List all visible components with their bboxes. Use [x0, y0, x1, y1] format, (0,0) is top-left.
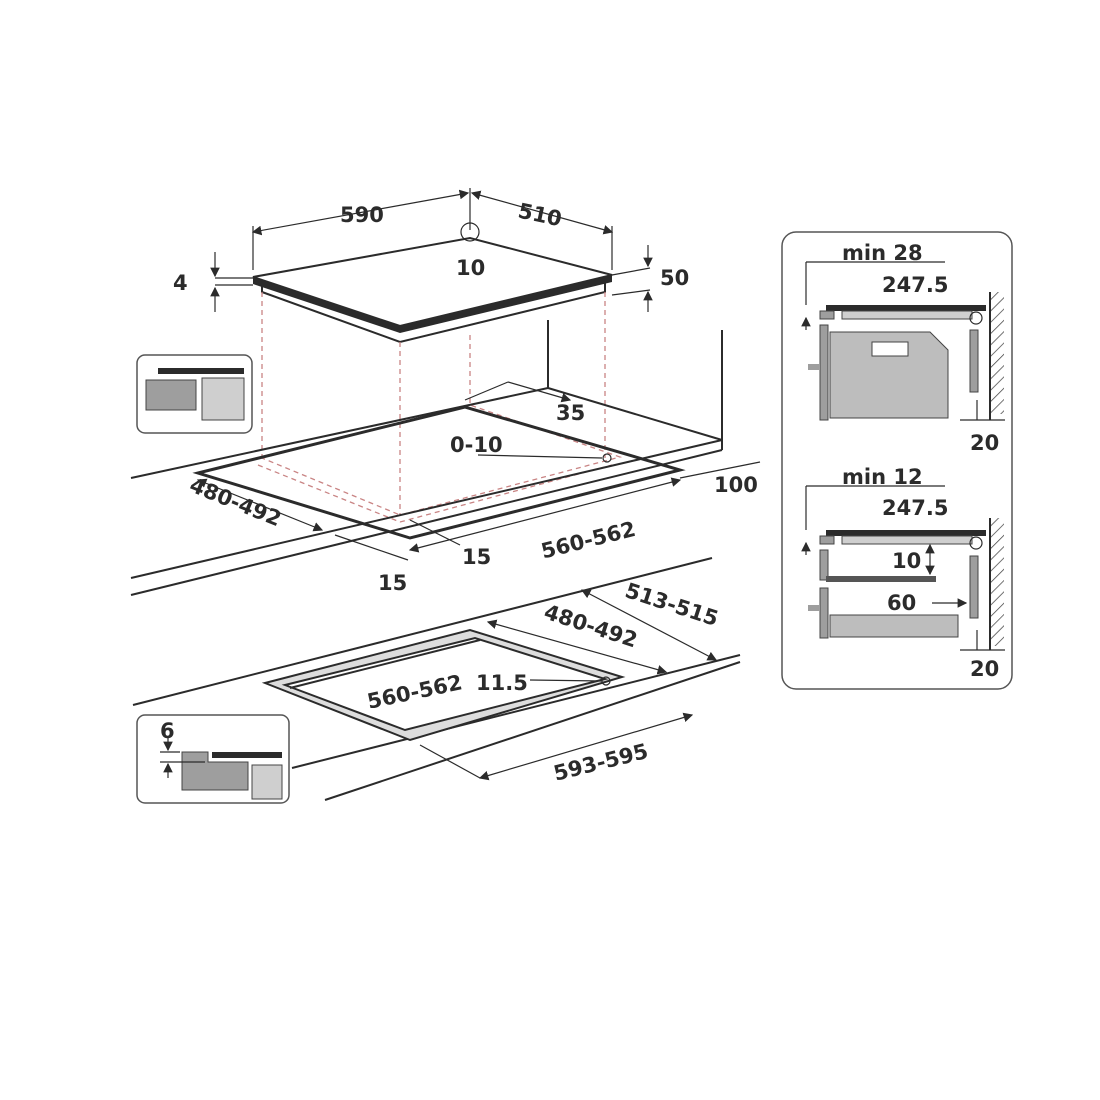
hob-width-label: 590: [340, 203, 384, 227]
front-right-clearance-label: 15: [462, 545, 491, 569]
worktop-flush: [132, 557, 741, 801]
cutout-depth-label: 480-492: [186, 473, 284, 531]
oven-min-gap-label: min 28: [842, 241, 923, 265]
drawer-gap-label: 60: [887, 591, 916, 615]
edge-detail-box: [136, 354, 253, 434]
side-clearance-label: 100: [714, 473, 758, 497]
cutout-corner-label: 0-10: [450, 433, 503, 457]
flush-outer-width-label: 593-595: [551, 739, 650, 786]
drawer-section: [801, 485, 1005, 651]
oven-wall-gap-label: 20: [970, 431, 999, 455]
flush-corner-label: 11.5: [476, 671, 528, 695]
flush-inner-depth-label: 480-492: [541, 600, 640, 653]
rebate-depth-label: 6: [160, 719, 175, 743]
hob-unit: [210, 188, 653, 344]
drawer-spacer-label: 10: [892, 549, 921, 573]
front-left-clearance-label: 15: [378, 571, 407, 595]
drawer-wall-gap-label: 20: [970, 657, 999, 681]
worktop-top: [130, 320, 761, 596]
hob-height-label: 50: [660, 266, 689, 290]
back-clearance-label: 35: [556, 401, 585, 425]
hob-depth-label: 510: [516, 199, 564, 232]
drawer-min-gap-label: min 12: [842, 465, 923, 489]
glass-thickness-label: 4: [173, 271, 188, 295]
hob-corner-radius-label: 10: [456, 256, 485, 280]
rebate-detail-box: [136, 714, 290, 804]
oven-section: [801, 261, 1005, 421]
cutout-width-label: 560-562: [539, 517, 638, 564]
drawer-depth-label: 247.5: [882, 496, 948, 520]
oven-depth-label: 247.5: [882, 273, 948, 297]
flush-outer-depth-label: 513-515: [622, 578, 721, 631]
